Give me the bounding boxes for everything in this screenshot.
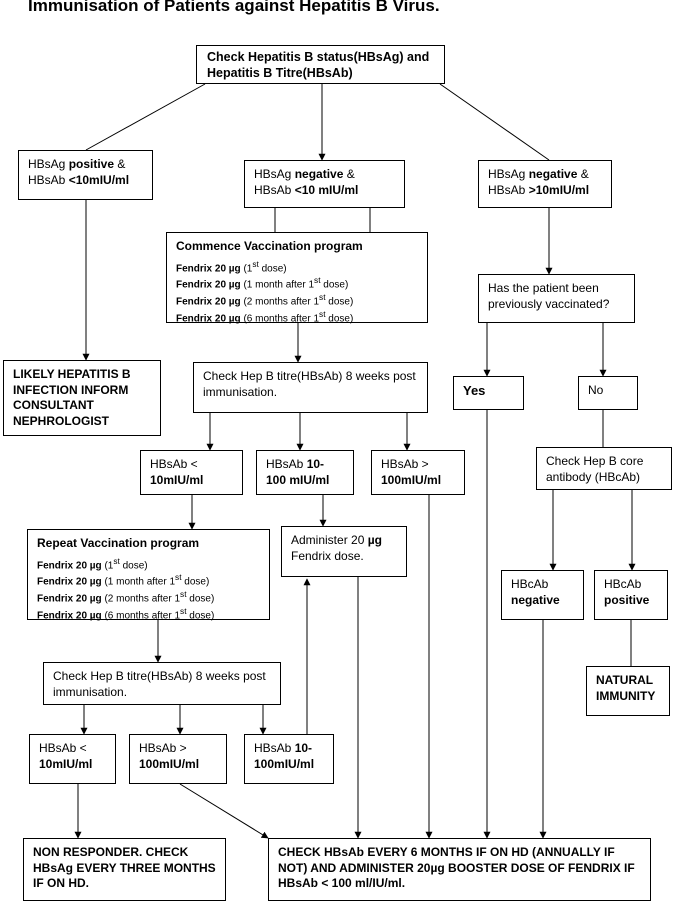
hbcab-positive-box: HBcAb positive [594, 570, 668, 620]
hbsag-positive-box: HBsAg positive & HBsAb <10mIU/ml [18, 150, 153, 200]
likely-infection-text: LIKELY HEPATITIS B INFECTION INFORM CONS… [13, 367, 131, 428]
commence-dose-4: Fendrix 20 µg (6 months after 1st dose) [176, 309, 354, 325]
connector-r2-gt100-to-check-every [179, 783, 269, 839]
left-top-text-c: & [114, 157, 126, 171]
repeat-dose-list: Fendrix 20 µg (1st dose) Fendrix 20 µg (… [37, 556, 260, 623]
r1-10-100-text-b: 10- [306, 457, 325, 471]
hbsag-negative-low-box: HBsAg negative & HBsAb <10 mIU/ml [244, 160, 405, 208]
r2-lt10-box: HBsAb < 10mIU/ml [29, 734, 116, 784]
repeat-heading: Repeat Vaccination program [37, 536, 200, 550]
r1-lt10-box: HBsAb < 10mIU/ml [140, 450, 243, 495]
natural-immunity-box: NATURAL IMMUNITY [586, 666, 670, 716]
r2-gt100-box: HBsAb > 100mIU/ml [129, 734, 227, 784]
hbcab-negative-text-a: HBcAb [511, 577, 549, 591]
r1-gt100-text-a: HBsAb > [381, 457, 429, 471]
hbcab-negative-box: HBcAb negative [501, 570, 584, 620]
r1-10-100-box: HBsAb 10- 100 mIU/ml [256, 450, 354, 495]
non-responder-box: NON RESPONDER. CHECK HBsAg EVERY THREE M… [23, 838, 226, 901]
right-top-text-c: & [577, 167, 589, 181]
right-top-text-d: HBsAb [488, 182, 529, 197]
r2-10-100-text-c: 100mIU/ml [254, 756, 315, 771]
previously-vaccinated-text: Has the patient been previously vaccinat… [488, 281, 610, 311]
no-box: No [578, 376, 638, 410]
repeat-dose-2: Fendrix 20 µg (1 month after 1st dose) [37, 572, 210, 588]
right-top-text-a: HBsAg [488, 167, 529, 181]
r1-lt10-text-b: 10mIU/ml [150, 472, 204, 487]
r2-10-100-box: HBsAb 10- 100mIU/ml [244, 734, 334, 784]
yes-text: Yes [463, 383, 486, 398]
check-status-box: Check Hepatitis B status(HBsAg) and Hepa… [196, 45, 445, 84]
r1-10-100-text-a: HBsAb [266, 457, 307, 471]
r2-10-100-text-b: 10- [294, 741, 313, 755]
natural-immunity-text: NATURAL IMMUNITY [596, 673, 656, 703]
administer-box: Administer 20 µg Fendrix dose. [281, 526, 407, 577]
r1-lt10-text-a: HBsAb < [150, 457, 198, 471]
commence-dose-2: Fendrix 20 µg (1 month after 1st dose) [176, 275, 349, 291]
previously-vaccinated-box: Has the patient been previously vaccinat… [478, 274, 635, 323]
core-antibody-box: Check Hep B core antibody (HBcAb) [536, 447, 672, 490]
repeat-dose-4: Fendrix 20 µg (6 months after 1st dose) [37, 606, 215, 622]
left-top-text-a: HBsAg [28, 157, 69, 171]
check-titre-box-2: Check Hep B titre(HBsAb) 8 weeks post im… [43, 662, 281, 705]
commence-dose-3: Fendrix 20 µg (2 months after 1st dose) [176, 292, 354, 308]
connector-top-to-left [85, 83, 206, 151]
administer-text-a: Administer 20 [291, 533, 368, 547]
commence-heading: Commence Vaccination program [176, 239, 363, 253]
mid-top-text-e: <10 mIU/ml [294, 182, 359, 197]
likely-infection-box: LIKELY HEPATITIS B INFECTION INFORM CONS… [3, 360, 161, 436]
hbcab-positive-text-b: positive [604, 592, 650, 607]
core-antibody-text: Check Hep B core antibody (HBcAb) [546, 454, 644, 484]
r2-gt100-text-b: 100mIU/ml [139, 756, 200, 771]
no-text: No [588, 383, 604, 397]
r1-10-100-text-c: 100 mIU/ml [266, 472, 330, 487]
repeat-dose-3: Fendrix 20 µg (2 months after 1st dose) [37, 589, 215, 605]
left-top-text-b: positive [68, 157, 115, 171]
repeat-dose-1: Fendrix 20 µg (1st dose) [37, 555, 148, 571]
check-titre-text-2: Check Hep B titre(HBsAb) 8 weeks post im… [53, 669, 266, 699]
administer-text-b: µg [367, 533, 382, 547]
r1-gt100-box: HBsAb > 100mIU/ml [371, 450, 465, 495]
mid-top-text-a: HBsAg [254, 167, 295, 181]
hbcab-positive-text-a: HBcAb [604, 577, 642, 591]
connector-top-to-right [439, 83, 550, 161]
diagram-title: Immunisation of Patients against Hepatit… [28, 0, 440, 15]
mid-top-text-d: HBsAb [254, 182, 295, 197]
commence-vaccination-box: Commence Vaccination program Fendrix 20 … [166, 232, 428, 326]
r2-lt10-text-b: 10mIU/ml [39, 756, 93, 771]
r1-gt100-text-b: 100mIU/ml [381, 472, 442, 487]
check-status-text: Check Hepatitis B status(HBsAg) and Hepa… [207, 50, 430, 80]
r2-gt100-text-a: HBsAb > [139, 741, 187, 755]
mid-top-text-c: & [343, 167, 355, 181]
commence-dose-list: Fendrix 20 µg (1st dose) Fendrix 20 µg (… [176, 259, 418, 326]
r2-10-100-text-a: HBsAb [254, 741, 295, 755]
left-top-text-e: <10mIU/ml [68, 172, 130, 187]
r2-lt10-text-a: HBsAb < [39, 741, 87, 755]
administer-text-c: Fendrix dose. [291, 548, 364, 563]
right-top-text-b: negative [528, 167, 578, 181]
mid-top-text-b: negative [294, 167, 344, 181]
hbcab-negative-text-b: negative [511, 592, 560, 607]
check-titre-box-1: Check Hep B titre(HBsAb) 8 weeks post im… [193, 362, 428, 413]
check-every-box: CHECK HBsAb EVERY 6 MONTHS IF ON HD (ANN… [268, 838, 651, 901]
commence-dose-1: Fendrix 20 µg (1st dose) [176, 258, 287, 274]
repeat-vaccination-box: Repeat Vaccination program Fendrix 20 µg… [27, 529, 270, 623]
check-every-text: CHECK HBsAb EVERY 6 MONTHS IF ON HD (ANN… [278, 845, 635, 891]
non-responder-text: NON RESPONDER. CHECK HBsAg EVERY THREE M… [33, 845, 216, 891]
hbsag-negative-high-box: HBsAg negative & HBsAb >10mIU/ml [478, 160, 612, 208]
left-top-text-d: HBsAb [28, 172, 69, 187]
check-titre-text-1: Check Hep B titre(HBsAb) 8 weeks post im… [203, 369, 416, 399]
right-top-text-e: >10mIU/ml [528, 182, 590, 197]
yes-box: Yes [453, 376, 524, 410]
